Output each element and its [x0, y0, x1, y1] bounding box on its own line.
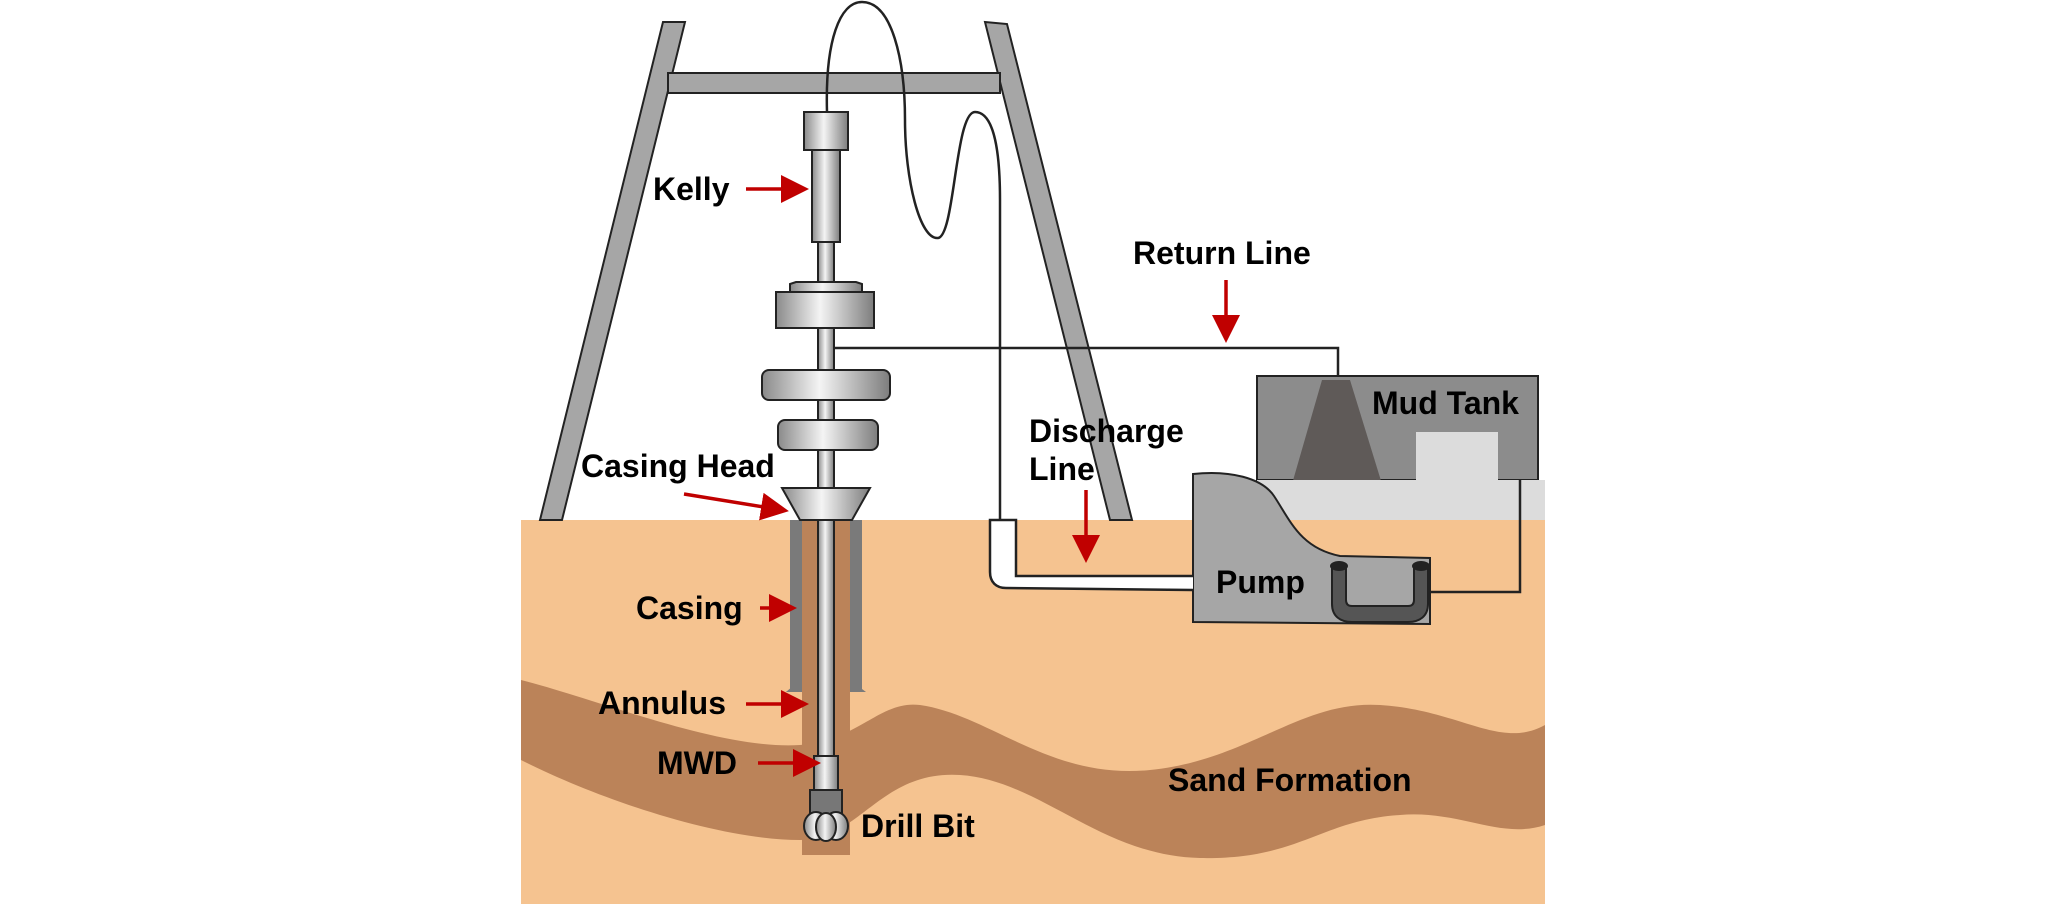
kelly: [811, 149, 841, 243]
mud-tank-label: Mud Tank: [1372, 385, 1519, 421]
pump: [1192, 472, 1431, 626]
casing-right: [850, 520, 862, 690]
discharge-line: [988, 518, 1194, 592]
annulus-label: Annulus: [598, 685, 726, 721]
bit-sub: [809, 789, 843, 815]
sand-formation-band: [521, 680, 1545, 859]
casing-label: Casing: [636, 590, 743, 626]
bop-upper: [775, 291, 875, 329]
casing-head-arrow: [683, 492, 789, 521]
suction-line: [1430, 480, 1522, 594]
derrick-leg-left: [538, 21, 687, 521]
derrick-crown-beam: [667, 72, 1001, 94]
drill-bit-label: Drill Bit: [861, 808, 975, 844]
discharge-line-label-2: Line: [1029, 451, 1095, 487]
mud-tank-base: [1257, 480, 1545, 520]
pump-label: Pump: [1216, 564, 1305, 600]
bop-lower: [777, 419, 879, 451]
rotary-hose: [825, 0, 1002, 520]
sand-formation-label: Sand Formation: [1168, 762, 1412, 798]
mwd-label: MWD: [657, 745, 737, 781]
return-line: [834, 346, 1340, 378]
bop-middle: [761, 369, 891, 401]
derrick-leg-right: [983, 20, 1134, 521]
mud-tank-inner-block: [1416, 432, 1498, 480]
casing-head: [780, 487, 872, 521]
mwd-tool: [813, 755, 839, 791]
bop-top: [789, 281, 863, 293]
kelly-label: Kelly: [653, 171, 730, 207]
drill-bit-cone-center: [815, 812, 837, 842]
return-line-label: Return Line: [1133, 235, 1311, 271]
mud-tank-funnel: [1292, 380, 1382, 484]
discharge-line-label-1: Discharge: [1029, 413, 1184, 449]
casing-head-label: Casing Head: [581, 448, 775, 484]
swivel: [803, 111, 849, 151]
